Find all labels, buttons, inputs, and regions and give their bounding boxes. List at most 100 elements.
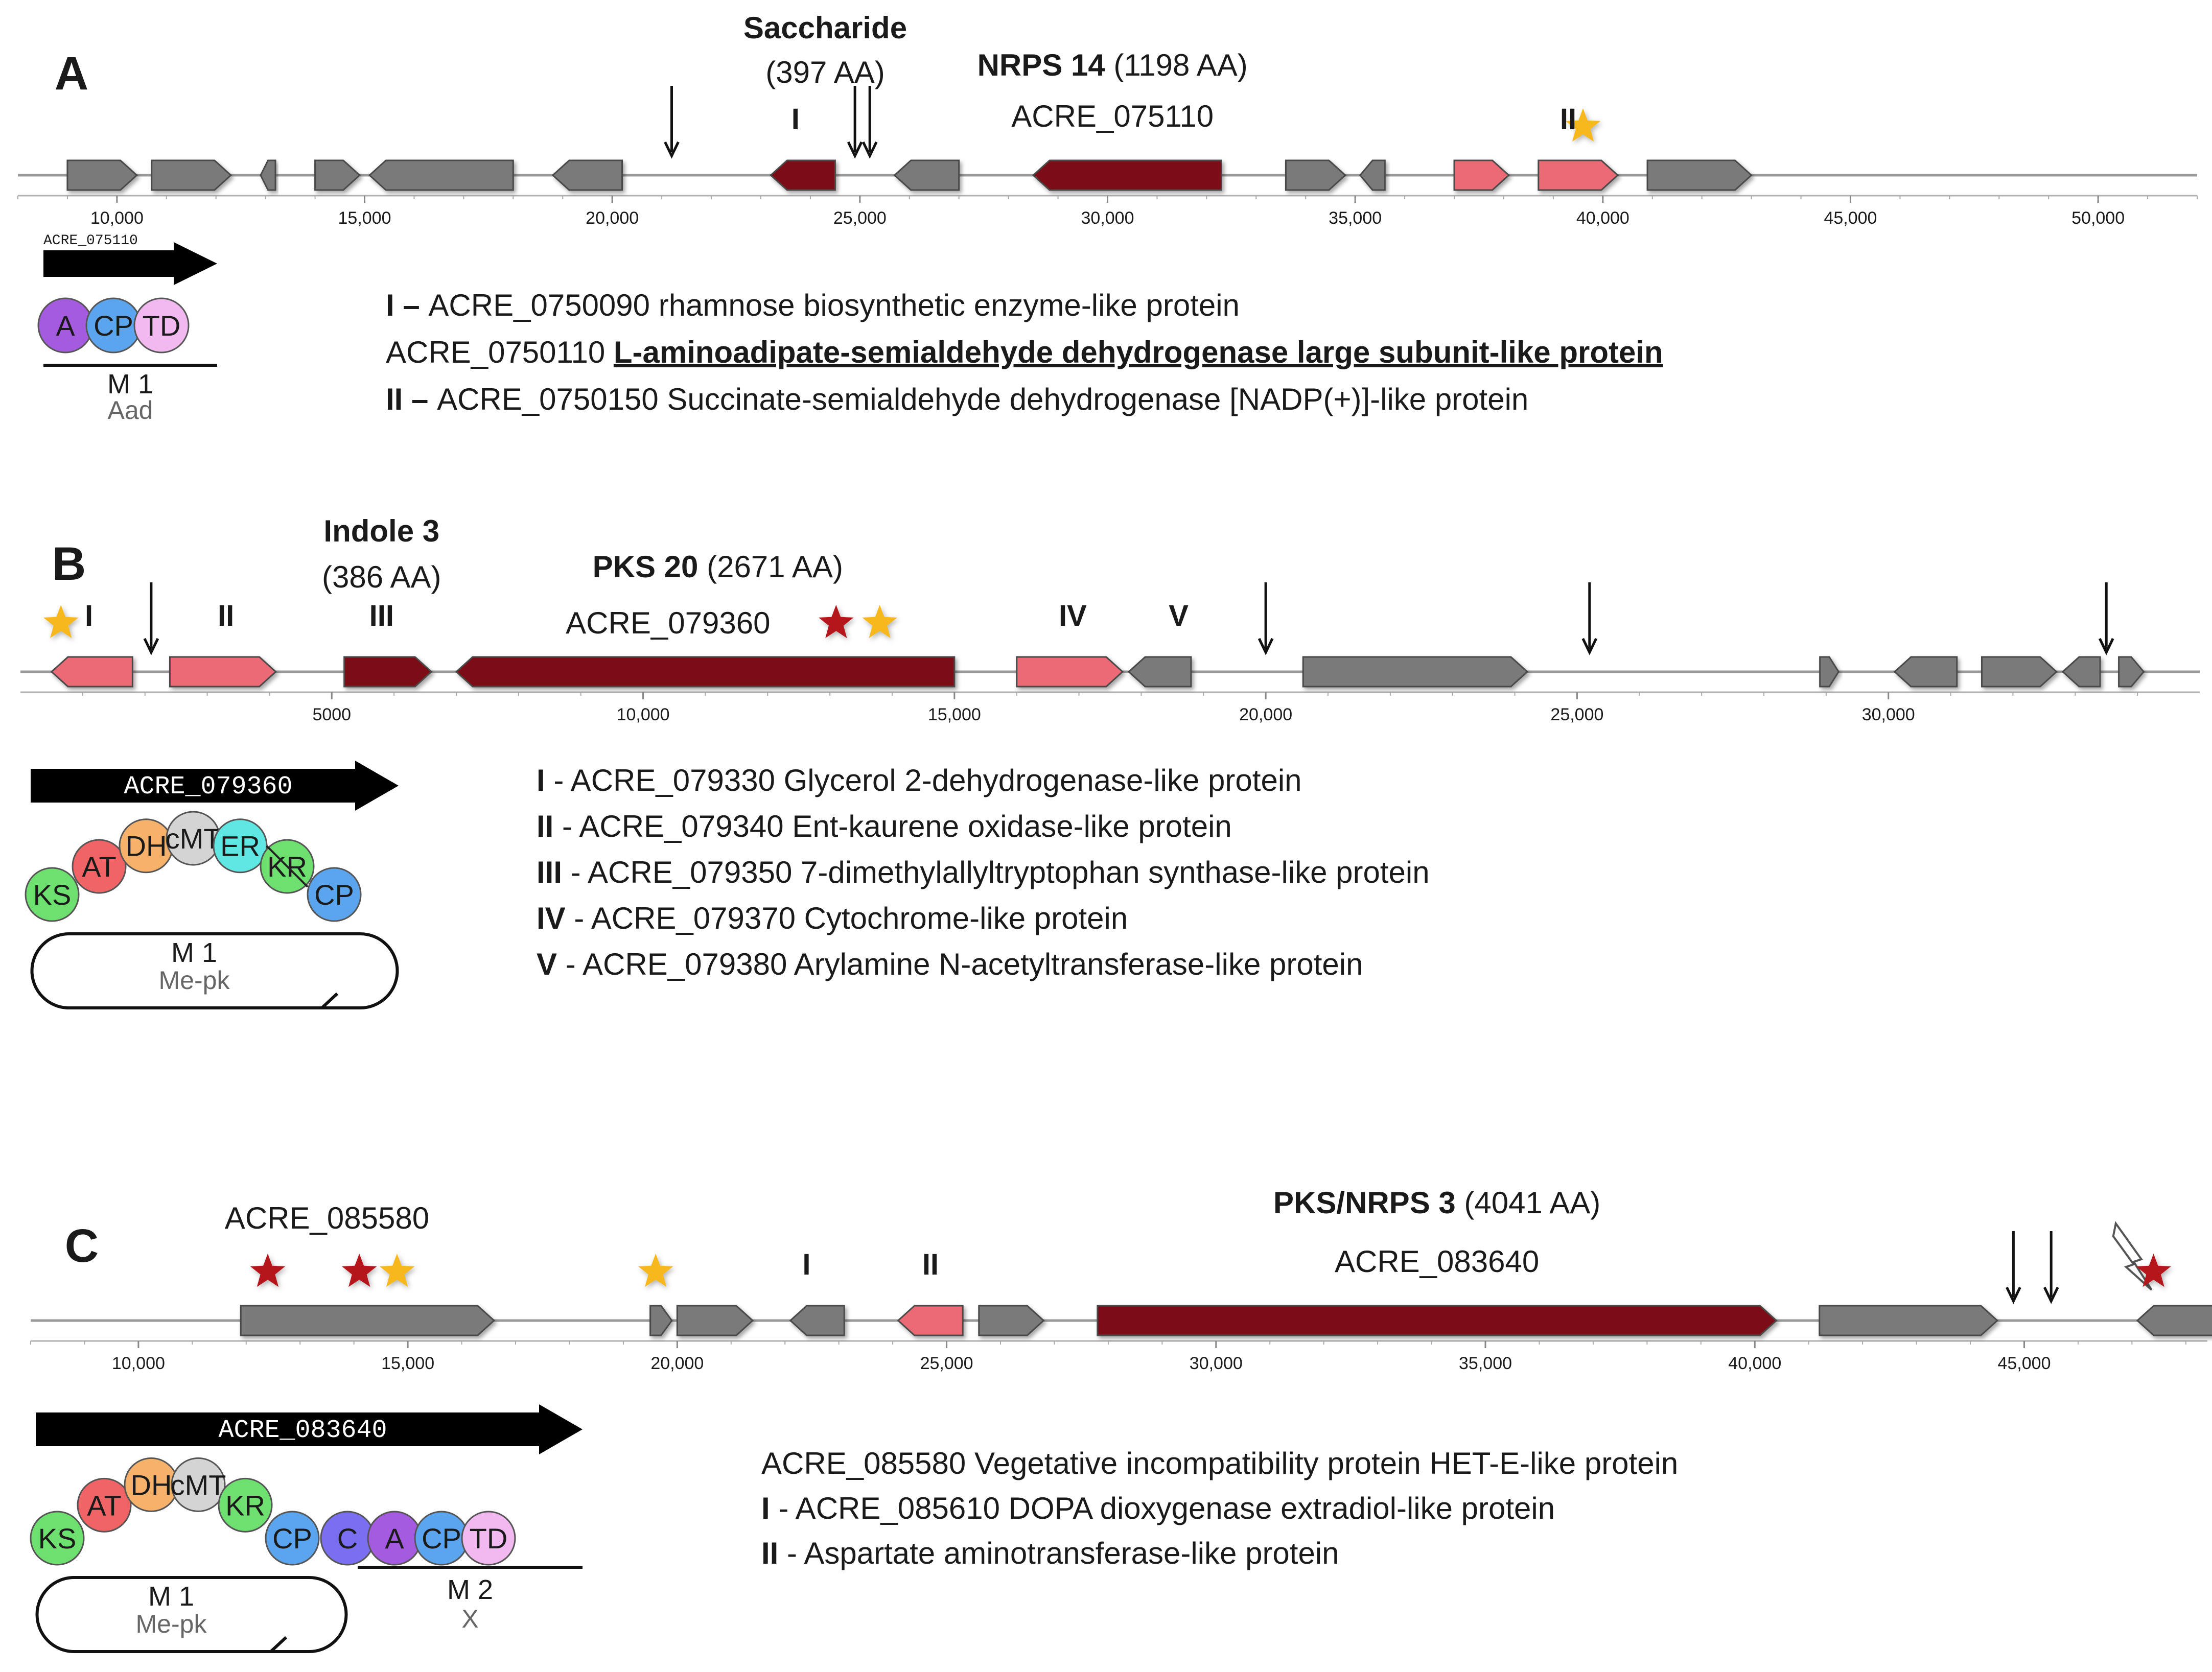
lightning-bolt-icon [2112,1221,2153,1291]
legend-line: II – ACRE_0750150 Succinate-semialdehyde… [386,382,1528,416]
core-gene-name: Indole 3 [323,514,439,548]
core-gene-label: Indole 3 [323,514,439,548]
module-name: M 1 [148,1581,194,1612]
gene-arrow-other [1981,656,2058,688]
core-gene-sublabel: (386 AA) [322,560,441,594]
legend-text: - ACRE_079340 Ent-kaurene oxidase-like p… [553,809,1231,843]
domain-cp [265,1511,320,1566]
legend-emphasis: L-aminoadipate-semialdehyde dehydrogenas… [614,335,1663,369]
axis-tick-label: 30,000 [1081,208,1134,228]
down-arrow-icon [1258,638,1274,655]
axis-tick-label: 45,000 [1997,1354,2051,1373]
axis-tick-label: 10,000 [112,1354,165,1373]
module-loop [30,932,399,1009]
panel-label: B [52,538,86,590]
gene-arrow-core [455,656,956,688]
gene-arrow-tailoring [1453,159,1510,191]
gene-arrow-other [240,1305,496,1336]
core-gene-sublabel: ACRE_075110 [1011,99,1214,133]
axis-tick-label: 15,000 [928,705,981,724]
domain-label: A [385,1522,404,1555]
gene-arrow-other [1646,159,1753,191]
inactive-domain-mark [266,845,309,888]
domain-label: AT [82,851,116,883]
panel-label: C [65,1220,99,1272]
core-gene-size: (2671 AA) [698,550,843,584]
gene-arrow-core [1097,1305,1778,1336]
domain-ks [25,867,80,922]
yellow-star-icon [638,1254,673,1287]
axis-tick-label: 40,000 [1728,1354,1781,1373]
legend-text: ACRE_0750110 [386,335,614,369]
gene-arrow-other [1127,656,1192,688]
legend-line: ACRE_085580 Vegetative incompatibility p… [761,1446,1678,1480]
gene-arrow-tailoring [897,1305,964,1336]
yellow-star-icon [379,1254,415,1287]
domain-gene-label: ACRE_079360 [124,772,292,802]
gene-arrow-other [2136,1305,2212,1336]
legend-numeral: II [537,809,553,843]
module-sub: X [461,1605,478,1633]
domain-gene-label: ACRE_083640 [218,1416,387,1445]
core-gene-label: ACRE_085580 [225,1201,429,1235]
module-sub: Me-pk [136,1610,207,1638]
legend-numeral: I [761,1491,770,1525]
gene-numeral: II [1560,103,1576,136]
red-star-icon [2136,1254,2171,1287]
module-loop-tick [269,1636,288,1653]
gene-arrow-other [893,159,960,191]
core-gene-sublabel: (397 AA) [765,55,884,89]
gene-arrow-core [1032,159,1222,191]
gene-arrow-core [770,159,836,191]
legend-text: - ACRE_079370 Cytochrome-like protein [566,901,1128,935]
module-loop-tick [320,992,339,1009]
down-arrow-icon [2043,1286,2059,1304]
gene-arrow-other [649,1305,673,1336]
module-loop [35,1576,348,1653]
gene-numeral: I [791,103,800,136]
legend-line: I – ACRE_0750090 rhamnose biosynthetic e… [386,288,1240,322]
module-sub: Aad [108,396,153,425]
axis-tick-label: 15,000 [381,1354,434,1373]
down-arrow-icon [861,141,878,159]
legend-line: II - ACRE_079340 Ent-kaurene oxidase-lik… [537,809,1232,843]
domain-label: ER [220,830,260,862]
domain-er [213,818,268,874]
gene-arrow-other [1893,656,1958,688]
gene-arrow-other [2061,656,2101,688]
domain-label: DH [131,1469,172,1501]
domain-label: AT [87,1489,121,1521]
domain-label: CP [422,1522,461,1555]
legend-line: III - ACRE_079350 7-dimethylallyltryptop… [537,855,1430,889]
axis-tick-label: 10,000 [90,208,144,228]
domain-label: CP [272,1522,312,1555]
gene-numeral: IV [1059,599,1087,632]
legend-text: ACRE_0750090 rhamnose biosynthetic enzym… [428,288,1240,322]
gene-arrow-other [66,159,138,191]
core-gene-label: Saccharide [743,11,907,45]
down-arrow-icon [1581,638,1598,655]
red-star-icon [250,1254,286,1287]
legend-text: - ACRE_079350 7-dimethylallyltryptophan … [562,855,1430,889]
gene-arrow-tailoring [169,656,277,688]
axis-tick-label: 5000 [312,705,351,724]
gene-arrow-core [343,656,433,688]
legend-numeral: II [761,1536,778,1570]
domain-cmt [171,1457,226,1512]
axis-tick-label: 15,000 [338,208,391,228]
domain-architecture-arrow [36,1404,583,1454]
down-arrow-icon [664,141,680,159]
panel-label: A [55,48,88,100]
gene-arrow-other [1359,159,1386,191]
module-name: M 1 [107,369,153,399]
gene-arrow-other [676,1305,754,1336]
legend-line: I - ACRE_079330 Glycerol 2-dehydrogenase… [537,763,1302,797]
domain-label: KR [225,1489,265,1521]
legend-text: - ACRE_079380 Arylamine N-acetyltransfer… [557,947,1363,981]
domain-at [72,839,127,894]
yellow-star-icon [862,605,897,639]
gene-numeral: II [218,599,234,632]
gene-arrow-other [2118,656,2145,688]
